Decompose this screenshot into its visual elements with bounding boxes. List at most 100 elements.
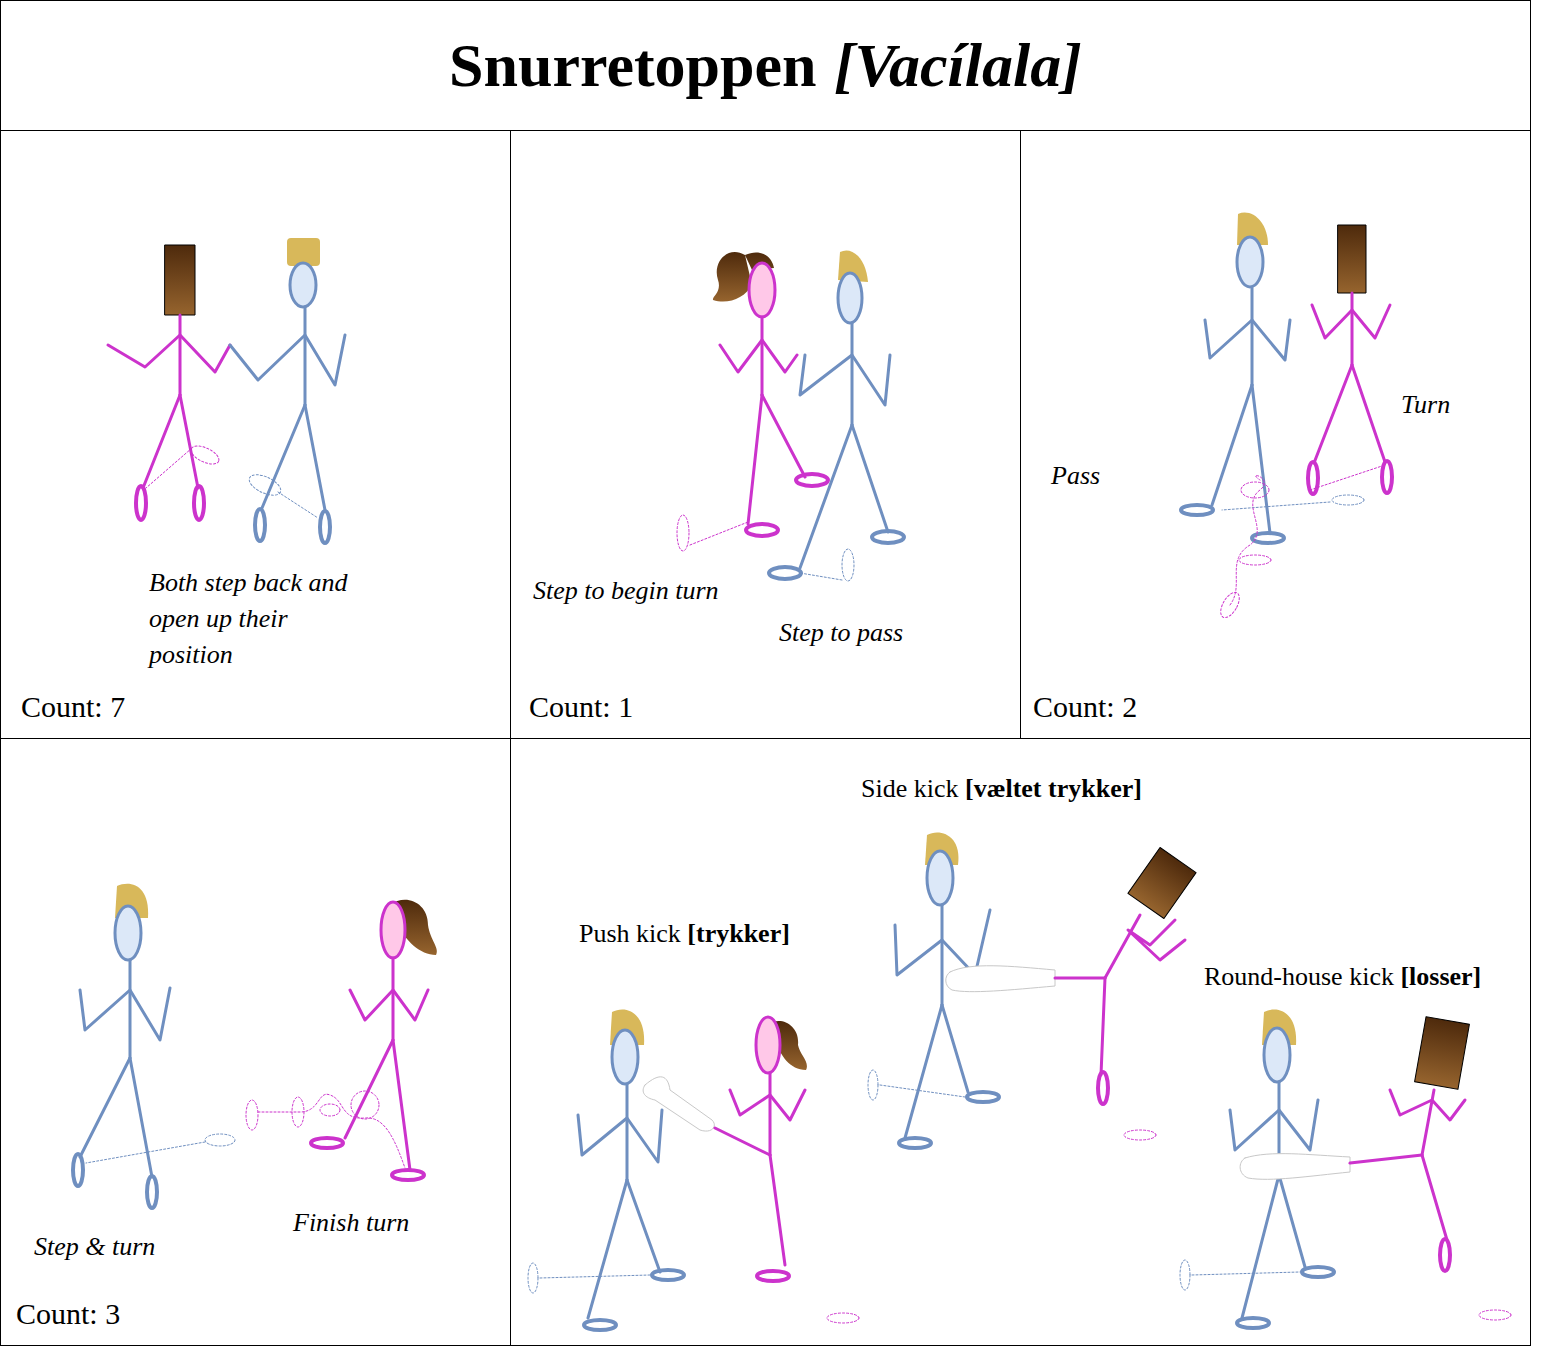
count-label: Count: 2 <box>1033 689 1137 725</box>
kick-term: [losser] <box>1400 962 1481 991</box>
push-kick-figures <box>584 1320 616 1330</box>
panel-1-figures <box>262 405 305 508</box>
roundhouse-kick-figures <box>1180 1260 1300 1290</box>
side-kick-figures <box>967 1092 999 1102</box>
side-kick-figures <box>946 966 1055 992</box>
roundhouse-kick-figures <box>1237 1318 1269 1328</box>
panel-2-figures <box>769 273 904 579</box>
panel-4-figures <box>311 1138 343 1148</box>
panel-3-figures <box>1181 213 1392 621</box>
push-kick-figures <box>769 1073 772 1155</box>
roundhouse-kick-figures <box>1415 1017 1470 1090</box>
panel-3-figures <box>1352 365 1385 462</box>
panel-1-figures <box>278 492 318 518</box>
panel-1-figures <box>246 471 318 518</box>
roundhouse-kick-figures <box>1192 1272 1300 1275</box>
panel-2-figures <box>852 425 888 532</box>
panel-3-figures <box>1308 462 1318 494</box>
kick-caption: Round-house kick[losser] <box>1204 960 1481 994</box>
side-kick-figures <box>927 851 953 905</box>
push-kick-figures <box>643 1077 714 1131</box>
step-panel: Push kick[trykker]Side kick[væltet trykk… <box>510 738 1531 1346</box>
side-kick-figures <box>905 1005 942 1138</box>
panel-3-figures <box>1252 385 1270 533</box>
panel-2-figures <box>748 395 762 524</box>
panel-2-figures <box>720 263 828 536</box>
side-kick-figures <box>868 1070 965 1100</box>
panel-4-figures <box>80 988 170 1040</box>
panel-4-figures <box>320 1104 340 1116</box>
side-kick-figures <box>1055 977 1105 980</box>
dance-illustration <box>73 213 1511 1330</box>
push-kick-figures <box>756 1017 780 1073</box>
panel-4-figures <box>381 902 405 958</box>
panel-1-figures <box>304 307 307 405</box>
push-kick-figures <box>528 1263 650 1293</box>
panel-4-figures <box>246 1091 405 1168</box>
panel-3-figures <box>1212 385 1252 505</box>
panel-3-figures <box>1241 482 1269 498</box>
panel-1-figures <box>108 238 345 543</box>
panel-4-figures <box>345 1040 393 1138</box>
push-kick-figures <box>588 1180 627 1318</box>
panel-2-figures <box>838 273 862 323</box>
panel-3-figures <box>1312 305 1390 338</box>
panel-2-figures <box>769 567 801 579</box>
side-kick-figures <box>880 1085 965 1097</box>
push-kick-figures <box>770 1155 785 1265</box>
side-kick-figures <box>1105 915 1140 978</box>
panel-3-figures <box>1217 589 1243 620</box>
panel-2-figures <box>800 549 854 581</box>
kick-caption: Side kick[væltet trykker] <box>861 772 1142 806</box>
push-kick-figures <box>627 1180 660 1272</box>
roundhouse-kick-figures <box>1180 1010 1511 1328</box>
roundhouse-kick-figures <box>1302 1267 1334 1277</box>
diagram-title: Snurretoppen <box>449 30 817 101</box>
step-note: Finish turn <box>293 1205 409 1241</box>
panel-4-figures <box>73 906 170 1208</box>
panel-2-figures <box>720 340 797 372</box>
step-note: Both step back and open up their positio… <box>149 565 359 673</box>
push-kick-figures <box>715 1017 805 1281</box>
panel-2-figures <box>851 323 854 425</box>
push-kick-figures <box>612 1030 638 1084</box>
panel-3-figures <box>1222 495 1364 510</box>
panel-1-figures <box>108 335 230 372</box>
panel-4-figures <box>392 1170 424 1180</box>
kick-term: [trykker] <box>687 919 790 948</box>
panel-4-figures <box>258 1094 405 1168</box>
panel-4-figures <box>129 960 132 1058</box>
roundhouse-kick-figures <box>1240 1154 1350 1180</box>
push-kick-figures <box>715 1128 770 1155</box>
panel-1-figures <box>194 486 204 520</box>
panel-1-figures <box>179 315 182 395</box>
push-kick-figures <box>528 1010 859 1330</box>
step-note: Step & turn <box>34 1229 155 1265</box>
panel-2-figures <box>749 263 775 317</box>
panel-1-figures <box>290 263 316 307</box>
step-panel: TurnPassCount: 2 <box>1020 130 1531 739</box>
push-kick-figures <box>626 1085 629 1180</box>
kick-name: Round-house kick <box>1204 962 1394 991</box>
panel-3-figures <box>1237 237 1263 287</box>
panel-3-figures <box>1230 475 1264 605</box>
panel-1-figures <box>320 511 330 543</box>
side-kick-figures <box>1128 847 1196 918</box>
panel-1-figures <box>255 509 265 541</box>
side-kick-figures <box>941 905 944 1005</box>
panel-4-figures <box>73 884 437 1208</box>
panel-3-figures <box>1314 365 1352 463</box>
side-kick-figures <box>868 833 1196 1148</box>
panel-4-figures <box>115 906 141 960</box>
panel-2-figures <box>690 522 748 545</box>
panel-2-figures <box>800 355 890 405</box>
push-kick-figures <box>757 1271 789 1281</box>
panel-1-figures <box>146 442 222 488</box>
panel-4-figures <box>205 1134 235 1146</box>
panel-3-figures <box>1351 293 1354 365</box>
panel-2-figures <box>677 250 904 581</box>
push-kick-figures <box>578 1030 684 1330</box>
panel-2-figures <box>746 524 778 536</box>
push-kick-figures <box>730 1090 805 1120</box>
side-kick-figures <box>868 1070 878 1100</box>
